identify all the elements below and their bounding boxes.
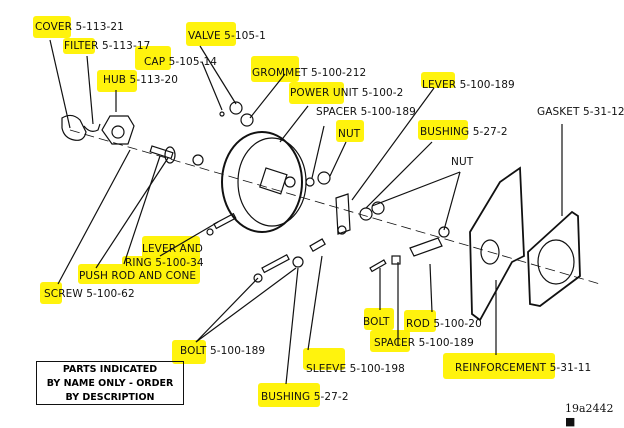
label-nut-top: NUT xyxy=(338,128,361,140)
note-line: BY NAME ONLY - ORDER xyxy=(46,378,174,389)
label-filter: FILTER 5-113-17 xyxy=(64,40,151,52)
label-sleeve: SLEEVE 5-100-198 xyxy=(306,363,405,375)
label-valve: VALVE 5-105-1 xyxy=(188,30,266,42)
label-push-rod: PUSH ROD AND CONE xyxy=(79,270,197,282)
label-power-unit: POWER UNIT 5-100-2 xyxy=(290,87,404,99)
label-ring: RING 5-100-34 xyxy=(125,257,204,269)
note-box: PARTS INDICATED BY NAME ONLY - ORDER BY … xyxy=(36,361,184,405)
label-grommet: GROMMET 5-100-212 xyxy=(252,67,367,79)
label-bushing-bottom: BUSHING 5-27-2 xyxy=(261,391,349,403)
label-reinforcement: REINFORCEMENT 5-31-11 xyxy=(455,362,592,374)
label-rod: ROD 5-100-20 xyxy=(406,318,482,330)
label-bolt-right: BOLT xyxy=(363,316,390,328)
figure-reference: 19a2442 ■ xyxy=(565,402,614,428)
label-lever: LEVER 5-100-189 xyxy=(422,79,515,91)
label-bolt-left: BOLT 5-100-189 xyxy=(180,345,266,357)
label-gasket: GASKET 5-31-12 xyxy=(537,106,624,118)
label-cap: CAP 5-105-14 xyxy=(144,56,218,68)
label-lever-and: LEVER AND xyxy=(142,243,203,255)
label-cover: COVER 5-113-21 xyxy=(35,21,124,33)
note-line: PARTS INDICATED xyxy=(62,364,158,375)
label-spacer-top: SPACER 5-100-189 xyxy=(316,106,416,118)
label-spacer-bottom: SPACER 5-100-189 xyxy=(374,337,474,349)
label-nut-right: NUT xyxy=(451,156,474,168)
label-bushing-top: BUSHING 5-27-2 xyxy=(420,126,508,138)
label-hub: HUB 5-113-20 xyxy=(103,74,179,86)
label-screw: SCREW 5-100-62 xyxy=(44,288,135,300)
note-line: BY DESCRIPTION xyxy=(65,392,155,403)
